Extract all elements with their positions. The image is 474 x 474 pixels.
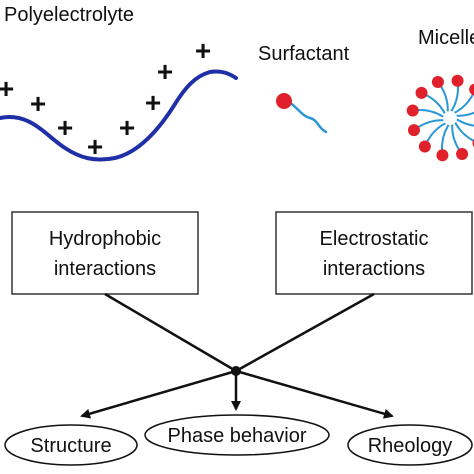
micelle-head xyxy=(436,149,449,162)
arrow-to-structure xyxy=(80,369,237,419)
hydrophobic-box-line1: Hydrophobic xyxy=(49,228,161,250)
phase-behavior-ellipse xyxy=(144,414,330,456)
polyelectrolyte-chain xyxy=(0,69,238,162)
connector-hydrophobic xyxy=(104,292,237,373)
structure-label: Structure xyxy=(30,435,111,457)
arrow-to-rheology xyxy=(235,369,394,419)
micelle-tail xyxy=(456,118,474,127)
hydrophobic-interactions-box xyxy=(11,211,199,295)
micelle-head xyxy=(418,140,431,153)
plus-sign: + xyxy=(57,112,73,143)
micelle-head xyxy=(415,86,428,99)
connector-electrostatic xyxy=(235,292,375,373)
micelle-label: Micelle xyxy=(418,27,474,49)
plus-sign: + xyxy=(0,73,14,104)
plus-sign: + xyxy=(195,35,211,66)
micelle-head xyxy=(406,104,419,117)
micelle-tail xyxy=(454,122,474,143)
plus-sign: + xyxy=(87,131,103,162)
micelle-head xyxy=(451,74,464,87)
phase-behavior-label: Phase behavior xyxy=(168,425,307,447)
surfactant-molecule xyxy=(276,93,328,134)
positive-charges: + + + + + + + + xyxy=(0,35,211,162)
plus-sign: + xyxy=(119,112,135,143)
hydrophobic-box-line2: interactions xyxy=(54,258,156,280)
structure-ellipse xyxy=(4,424,138,466)
rheology-label: Rheology xyxy=(368,435,453,457)
electrostatic-box-line1: Electrostatic xyxy=(320,228,429,250)
micelle-head xyxy=(407,124,420,137)
surfactant-label: Surfactant xyxy=(258,43,350,65)
polyelectrolyte-label: Polyelectrolyte xyxy=(4,4,134,26)
plus-sign: + xyxy=(145,87,161,118)
plus-sign: + xyxy=(157,56,173,87)
micelle-head xyxy=(431,75,444,88)
micelle-tail xyxy=(456,111,474,117)
plus-sign: + xyxy=(30,88,46,119)
electrostatic-interactions-box xyxy=(275,211,473,295)
rheology-ellipse xyxy=(347,424,473,466)
micelle-head xyxy=(469,83,474,96)
electrostatic-box-line2: interactions xyxy=(323,258,425,280)
micelle-head xyxy=(456,148,469,161)
micelle xyxy=(406,74,474,162)
